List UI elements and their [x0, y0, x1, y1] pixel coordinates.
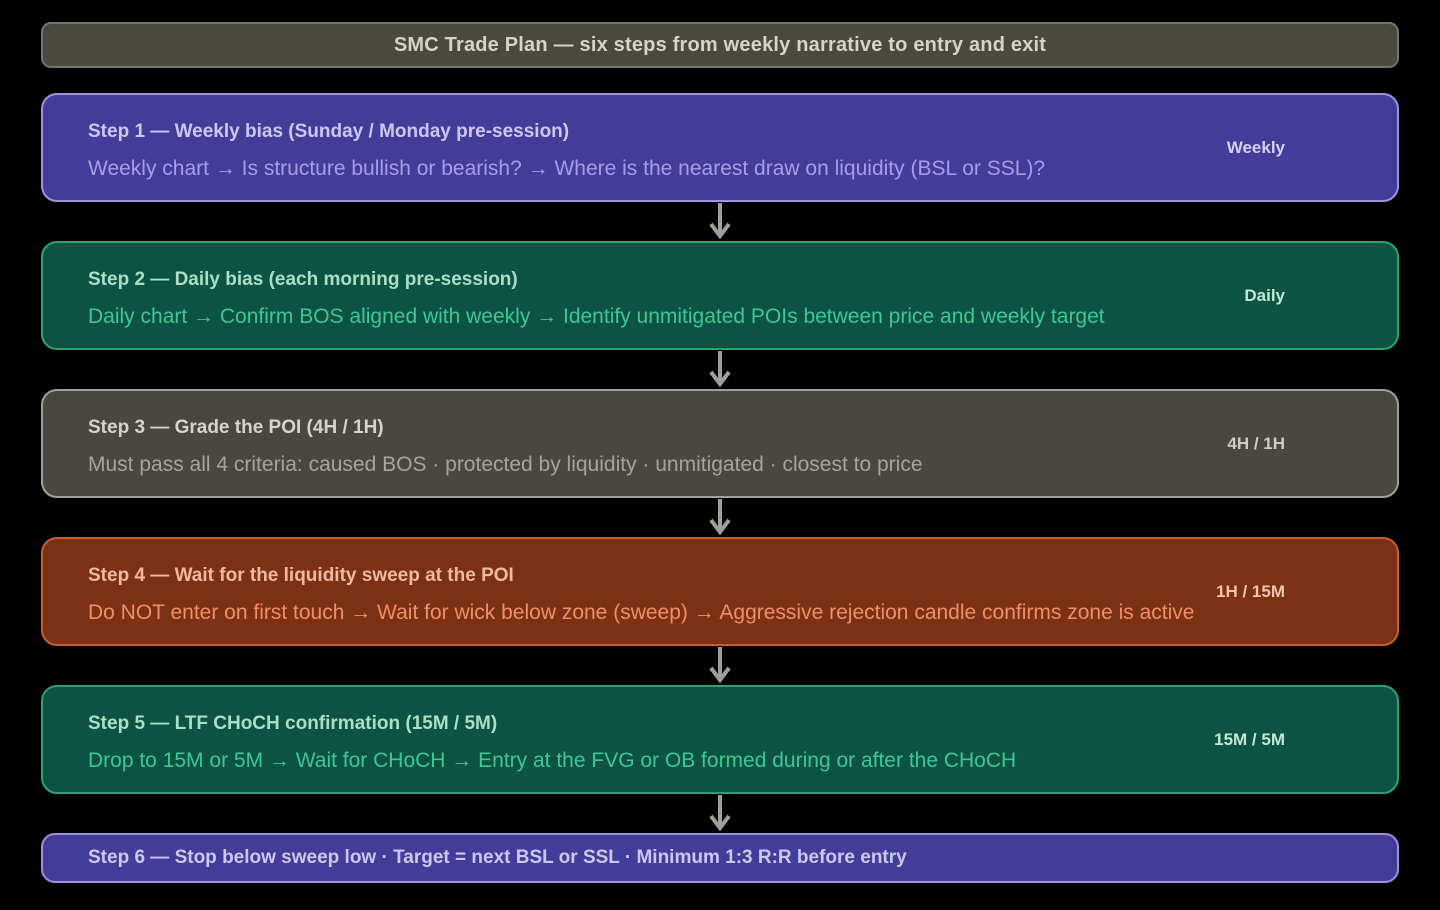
- step-2-timeframe-badge: Daily: [1244, 285, 1285, 305]
- down-arrow-icon: [709, 350, 731, 387]
- step-6-box: Step 6 — Stop below sweep low · Target =…: [41, 833, 1399, 883]
- step-4-box: Step 4 — Wait for the liquidity sweep at…: [41, 537, 1399, 646]
- diagram-title: SMC Trade Plan — six steps from weekly n…: [393, 33, 1047, 56]
- step-2-title: Step 2 — Daily bias (each morning pre-se…: [88, 269, 518, 290]
- down-arrow-icon: [709, 646, 731, 683]
- step-5-title: Step 5 — LTF CHoCH confirmation (15M / 5…: [88, 713, 498, 734]
- step-4-title: Step 4 — Wait for the liquidity sweep at…: [88, 565, 514, 586]
- step-1-title: Step 1 — Weekly bias (Sunday / Monday pr…: [88, 121, 570, 142]
- step-3-title: Step 3 — Grade the POI (4H / 1H): [88, 417, 384, 438]
- step-3-body: Must pass all 4 criteria: caused BOS · p…: [88, 452, 923, 476]
- diagram-title-bar: SMC Trade Plan — six steps from weekly n…: [41, 22, 1399, 68]
- down-arrow-icon: [709, 202, 731, 239]
- step-2-box: Step 2 — Daily bias (each morning pre-se…: [41, 241, 1399, 350]
- connector-arrow-5: [0, 794, 1440, 833]
- flowchart-stack: SMC Trade Plan — six steps from weekly n…: [0, 22, 1440, 883]
- step-5-timeframe-badge: 15M / 5M: [1214, 729, 1285, 749]
- step-4-body: Do NOT enter on first touch → Wait for w…: [88, 600, 1195, 624]
- connector-arrow-3: [0, 498, 1440, 537]
- connector-arrow-1: [0, 202, 1440, 241]
- step-1-body: Weekly chart → Is structure bullish or b…: [88, 156, 1046, 180]
- down-arrow-icon: [709, 794, 731, 831]
- step-1-box: Step 1 — Weekly bias (Sunday / Monday pr…: [41, 93, 1399, 202]
- step-5-body: Drop to 15M or 5M → Wait for CHoCH → Ent…: [88, 748, 1017, 772]
- step-3-box: Step 3 — Grade the POI (4H / 1H) Must pa…: [41, 389, 1399, 498]
- step-2-body: Daily chart → Confirm BOS aligned with w…: [88, 304, 1105, 328]
- connector-arrow-2: [0, 350, 1440, 389]
- step-6-title: Step 6 — Stop below sweep low · Target =…: [88, 847, 907, 868]
- connector-arrow-4: [0, 646, 1440, 685]
- down-arrow-icon: [709, 498, 731, 535]
- step-5-box: Step 5 — LTF CHoCH confirmation (15M / 5…: [41, 685, 1399, 794]
- step-1-timeframe-badge: Weekly: [1226, 137, 1285, 157]
- step-3-timeframe-badge: 4H / 1H: [1227, 433, 1285, 453]
- step-4-timeframe-badge: 1H / 15M: [1216, 581, 1285, 601]
